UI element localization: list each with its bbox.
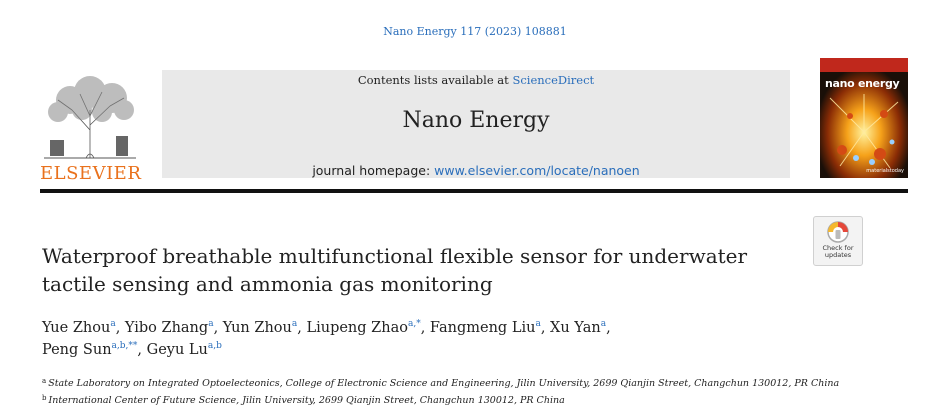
- tree-icon: [44, 76, 136, 159]
- article-title: Waterproof breathable multifunctional fl…: [42, 242, 802, 298]
- author-affiliation-marker[interactable]: a: [600, 319, 607, 329]
- author-list: Yue Zhoua, Yibo Zhanga, Yun Zhoua, Liupe…: [42, 317, 862, 361]
- elsevier-wordmark: ELSEVIER: [40, 163, 142, 184]
- affiliation-marker: a: [42, 377, 47, 385]
- author-separator: ,: [540, 320, 551, 336]
- affiliation-marker: b: [42, 394, 47, 402]
- author-name[interactable]: Peng Sun: [42, 342, 112, 358]
- author-affiliation-marker[interactable]: a,b,**: [111, 341, 138, 351]
- author-separator: ,: [606, 320, 611, 336]
- author-affiliation-marker[interactable]: a: [110, 319, 116, 329]
- author-separator: ,: [297, 320, 307, 336]
- contents-prefix: Contents lists available at: [357, 73, 509, 87]
- affiliation-text: State Laboratory on Integrated Optoelect…: [48, 378, 840, 389]
- author-affiliation-marker[interactable]: a: [535, 319, 541, 329]
- author-affiliation-marker[interactable]: a: [208, 319, 214, 329]
- author-name[interactable]: Fangmeng Liu: [429, 320, 536, 336]
- author-name[interactable]: Yue Zhou: [42, 320, 111, 336]
- author-separator: ,: [213, 320, 223, 336]
- author-name[interactable]: Yibo Zhang: [124, 320, 209, 336]
- check-updates-line2: updates: [824, 251, 852, 259]
- journal-citation[interactable]: Nano Energy 117 (2023) 108881: [383, 25, 567, 38]
- elsevier-logo[interactable]: ELSEVIER: [40, 70, 150, 186]
- author-affiliation-marker[interactable]: a: [291, 319, 298, 329]
- cover-title: nano energy: [825, 77, 900, 90]
- check-updates-line1: Check for: [822, 244, 854, 252]
- author-name[interactable]: Yun Zhou: [222, 320, 292, 336]
- author-affiliation-marker[interactable]: a,*: [407, 319, 421, 329]
- check-updates-icon: [827, 221, 849, 243]
- author-affiliation-marker[interactable]: a,b: [207, 341, 222, 351]
- cover-artwork-icon: [820, 58, 908, 178]
- author-name[interactable]: Xu Yan: [550, 320, 601, 336]
- sciencedirect-link[interactable]: ScienceDirect: [512, 73, 595, 87]
- author-separator: ,: [115, 320, 125, 336]
- homepage-link[interactable]: www.elsevier.com/locate/nanoen: [434, 163, 640, 178]
- journal-homepage: journal homepage: www.elsevier.com/locat…: [162, 163, 790, 178]
- author-separator: ,: [137, 342, 147, 358]
- author-separator: ,: [420, 320, 430, 336]
- journal-banner: Contents lists available at ScienceDirec…: [162, 70, 790, 178]
- affiliation-text: International Center of Future Science, …: [48, 395, 565, 406]
- article-title-line: tactile sensing and ammonia gas monitori…: [42, 272, 493, 296]
- homepage-prefix: journal homepage:: [312, 163, 431, 178]
- contents-line: Contents lists available at ScienceDirec…: [162, 73, 790, 87]
- cover-brand: materialstoday: [866, 168, 904, 174]
- author-name[interactable]: Liupeng Zhao: [306, 320, 408, 336]
- article-title-line: Waterproof breathable multifunctional fl…: [42, 244, 748, 268]
- journal-cover[interactable]: nano energy materialstoday: [820, 58, 908, 178]
- author-name[interactable]: Geyu Lu: [146, 342, 208, 358]
- journal-name: Nano Energy: [402, 108, 550, 133]
- journal-masthead: ELSEVIER Contents lists available at Sci…: [40, 58, 908, 186]
- check-updates-label: Check for updates: [814, 245, 862, 259]
- header-rule: [40, 189, 908, 193]
- check-for-updates-button[interactable]: Check for updates: [813, 216, 863, 266]
